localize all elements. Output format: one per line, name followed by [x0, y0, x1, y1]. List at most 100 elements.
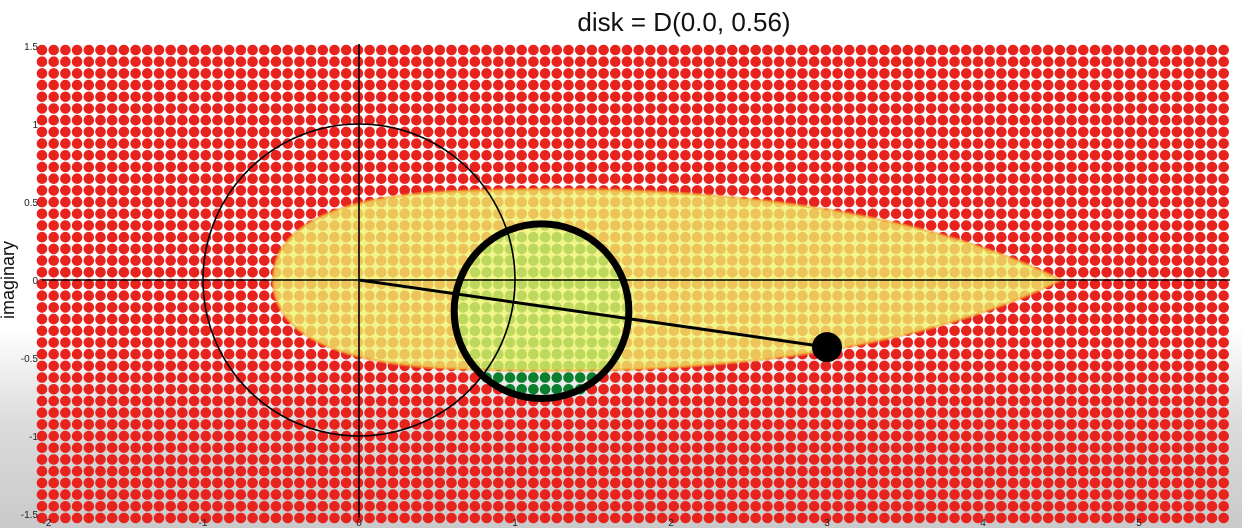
outside-point	[434, 501, 446, 512]
outside-point	[142, 454, 153, 465]
outside-point	[282, 360, 294, 372]
outside-point	[879, 56, 890, 67]
outside-point	[282, 114, 294, 126]
outside-point	[621, 91, 633, 103]
outside-point	[1042, 138, 1054, 149]
outside-point	[1054, 173, 1066, 184]
outside-point	[645, 150, 656, 161]
outside-point	[656, 384, 668, 395]
outside-point	[797, 442, 808, 454]
outside-point	[984, 56, 995, 67]
outside-point	[1054, 465, 1066, 477]
outside-point	[996, 489, 1007, 500]
outside-point	[177, 114, 188, 126]
outside-point	[750, 56, 761, 67]
outside-point	[329, 173, 340, 184]
outside-point	[1042, 454, 1054, 465]
outside-point	[539, 454, 551, 465]
outside-point	[925, 185, 937, 196]
outside-point	[60, 442, 71, 454]
outside-point	[165, 430, 176, 442]
outside-point	[1019, 419, 1031, 430]
outside-point	[820, 79, 832, 91]
outside-point	[177, 384, 188, 395]
outside-point	[118, 68, 130, 79]
outside-point	[961, 196, 972, 208]
outside-point	[832, 454, 843, 465]
outside-point	[1066, 231, 1077, 243]
outside-point	[820, 196, 832, 208]
outside-point	[586, 56, 598, 67]
outside-point	[364, 79, 375, 91]
outside-point	[738, 138, 750, 149]
outside-point	[270, 161, 282, 173]
outside-point	[118, 348, 130, 360]
outside-point	[83, 302, 95, 313]
outside-point	[879, 360, 890, 372]
outside-point	[528, 454, 539, 465]
outside-point	[446, 91, 457, 103]
outside-point	[130, 138, 141, 149]
outside-point	[1101, 44, 1112, 56]
outside-point	[925, 454, 937, 465]
outside-point	[996, 150, 1007, 161]
outside-point	[142, 325, 153, 337]
outside-point	[844, 419, 855, 430]
outside-point	[36, 231, 48, 243]
outside-point	[750, 79, 761, 91]
outside-point	[1113, 126, 1124, 138]
outside-point	[106, 454, 118, 465]
outside-point	[106, 91, 118, 103]
outside-point	[142, 512, 153, 524]
outside-point	[1089, 395, 1101, 407]
outside-point	[656, 419, 668, 430]
outside-point	[95, 489, 106, 500]
outside-point	[36, 501, 48, 512]
outside-point	[598, 384, 609, 395]
outside-point	[422, 103, 434, 114]
outside-point	[949, 419, 960, 430]
outside-point	[516, 512, 527, 524]
outside-point	[656, 161, 668, 173]
outside-point	[715, 103, 726, 114]
outside-point	[329, 395, 340, 407]
outside-point	[1171, 501, 1183, 512]
outside-point	[223, 407, 235, 419]
outside-point	[867, 138, 878, 149]
outside-point	[142, 337, 153, 348]
outside-point	[1183, 255, 1194, 266]
outside-point	[235, 44, 247, 56]
outside-point	[95, 512, 106, 524]
outside-point	[223, 91, 235, 103]
outside-point	[364, 91, 375, 103]
outside-point	[574, 79, 586, 91]
outside-point	[165, 384, 176, 395]
outside-point	[1183, 196, 1194, 208]
outside-point	[329, 477, 340, 489]
outside-point	[60, 360, 71, 372]
outside-point	[516, 126, 527, 138]
outside-point	[434, 419, 446, 430]
outside-point	[83, 348, 95, 360]
outside-point	[855, 430, 867, 442]
outside-point	[1054, 384, 1066, 395]
outside-point	[504, 442, 516, 454]
outside-point	[457, 501, 469, 512]
outside-point	[1218, 267, 1229, 278]
outside-point	[961, 512, 972, 524]
outside-point	[1054, 372, 1066, 383]
outside-point	[738, 126, 750, 138]
outside-point	[621, 501, 633, 512]
outside-point	[715, 150, 726, 161]
outside-point	[270, 348, 282, 360]
outside-point	[668, 114, 680, 126]
endpoint-marker[interactable]	[812, 332, 842, 363]
outside-point	[539, 44, 551, 56]
outside-point	[925, 512, 937, 524]
outside-point	[282, 325, 294, 337]
outside-point	[820, 360, 832, 372]
outside-point	[95, 302, 106, 313]
outside-point	[247, 372, 258, 383]
outside-point	[83, 360, 95, 372]
outside-point	[1054, 477, 1066, 489]
